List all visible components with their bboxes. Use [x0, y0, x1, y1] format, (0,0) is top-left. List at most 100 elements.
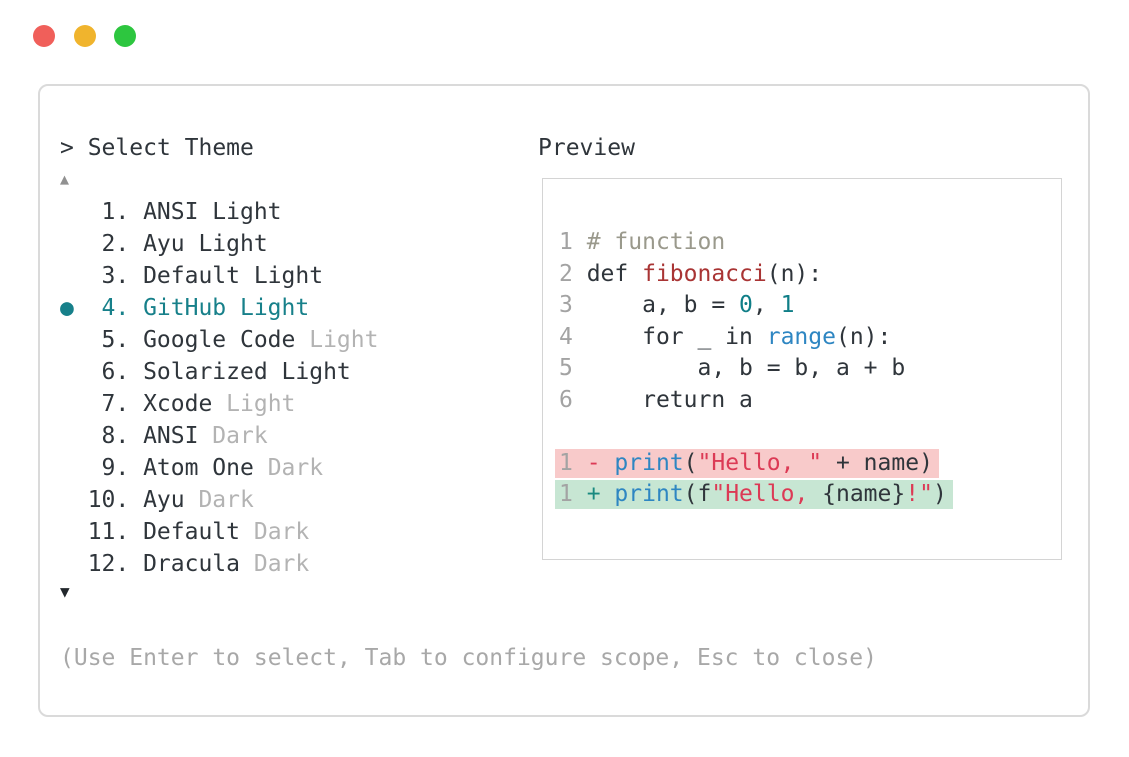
code-token: fibonacci: [642, 260, 767, 287]
code-line: 5 a, b = b, a + b: [559, 353, 953, 385]
item-name: Xcode: [143, 391, 213, 417]
picker-title: Select Theme: [87, 135, 254, 161]
item-number: 1.: [101, 199, 130, 225]
item-variant: Dark: [253, 455, 324, 481]
theme-list-item[interactable]: 5. Google Code Light: [60, 324, 379, 356]
code-token: def: [586, 260, 643, 287]
line-number: 4: [559, 323, 587, 350]
theme-list-item[interactable]: 6. Solarized Light: [60, 356, 378, 388]
item-name: ANSI Light: [143, 199, 282, 225]
code-token: {name}: [822, 481, 906, 507]
line-number: 5: [559, 355, 587, 381]
diff-line-removed: 1 - print("Hello, " + name): [555, 448, 953, 480]
code-line: 3 a, b = 0, 1: [559, 290, 953, 322]
code-token: !": [905, 481, 933, 507]
theme-list-item[interactable]: 9. Atom One Dark: [60, 452, 378, 484]
code-token: +: [586, 481, 615, 507]
item-name: Ayu: [143, 487, 185, 513]
code-token: (: [683, 449, 698, 476]
item-name: Dracula: [143, 551, 240, 577]
item-number: 3.: [101, 263, 130, 289]
code-token: "Hello,: [711, 481, 823, 507]
item-variant: Light: [212, 391, 296, 417]
code-token: ,: [752, 292, 781, 318]
item-name: GitHub Light: [143, 295, 310, 321]
prompt-caret: >: [60, 135, 74, 161]
code-line: 1 # function: [559, 227, 953, 259]
item-name: ANSI: [143, 423, 199, 449]
minimize-button[interactable]: [74, 25, 96, 47]
theme-list-item[interactable]: 2. Ayu Light: [60, 228, 378, 260]
scroll-up-icon[interactable]: ▲: [60, 170, 70, 188]
theme-list-item[interactable]: 11. Default Dark: [60, 516, 378, 548]
item-variant: Dark: [240, 519, 310, 545]
item-number: 8.: [101, 423, 130, 449]
theme-picker-window: > Select Theme Preview ▲ 1. ANSI Light 2. Ay…: [38, 84, 1090, 717]
code-token: # function: [586, 229, 726, 255]
preview-title: Preview: [538, 135, 635, 161]
item-number: 4.: [101, 295, 130, 321]
code-token: 1: [780, 292, 795, 318]
code-token: 0: [739, 292, 753, 318]
item-variant: Dark: [198, 423, 268, 449]
item-number: 12.: [87, 551, 130, 577]
diff-highlight-removed: 1 - print("Hello, " + name): [555, 448, 939, 478]
code-token: ): [932, 481, 947, 507]
item-name: Default: [143, 519, 240, 545]
code-token: print: [614, 449, 684, 476]
theme-list-item[interactable]: 3. Default Light: [60, 260, 378, 292]
item-number: 5.: [101, 327, 130, 353]
item-number: 6.: [101, 359, 130, 385]
code-token: (n):: [766, 260, 823, 287]
item-name: Solarized Light: [143, 359, 351, 385]
item-number: 10.: [87, 487, 130, 513]
code-line: 2 def fibonacci(n):: [559, 259, 953, 291]
line-number: 1: [559, 449, 587, 476]
selected-item-bullet-icon: ●: [60, 295, 74, 321]
item-name: Default Light: [143, 263, 324, 289]
item-number: 11.: [87, 519, 130, 545]
line-number: 3: [559, 292, 587, 318]
item-number: 2.: [101, 231, 130, 257]
theme-list-item[interactable]: 10. Ayu Dark: [60, 484, 378, 516]
code-line: [559, 416, 953, 448]
item-number: 7.: [101, 391, 130, 417]
code-line: 4 for _ in range(n):: [559, 322, 953, 354]
code-token: "Hello, ": [697, 449, 823, 476]
item-variant: Dark: [240, 551, 310, 577]
theme-list-item[interactable]: 12. Dracula Dark: [60, 548, 378, 580]
theme-list: 1. ANSI Light 2. Ayu Light 3. Default Light ● 4…: [60, 196, 378, 580]
code-token: a, b = b, a + b: [586, 355, 906, 381]
code-token: print: [614, 481, 684, 507]
item-name: Google Code: [143, 327, 296, 353]
code-token: (f: [683, 481, 712, 507]
code-token: for _ in: [586, 323, 767, 350]
theme-list-item[interactable]: 1. ANSI Light: [60, 196, 378, 228]
theme-list-item[interactable]: ● 4. GitHub Light: [60, 292, 378, 324]
picker-header: > Select Theme: [60, 132, 254, 164]
theme-list-item[interactable]: 7. Xcode Light: [60, 388, 378, 420]
line-number: 1: [559, 481, 587, 507]
close-button[interactable]: [33, 25, 55, 47]
item-number: 9.: [101, 455, 130, 481]
theme-list-item[interactable]: 8. ANSI Dark: [60, 420, 378, 452]
item-name: Ayu Light: [143, 231, 268, 257]
keyboard-hint: (Use Enter to select, Tab to configure s…: [60, 645, 877, 671]
code-line: 6 return a: [559, 385, 953, 417]
scroll-down-icon[interactable]: ▼: [60, 582, 70, 601]
item-variant: Dark: [184, 487, 254, 513]
item-name: Atom One: [143, 455, 254, 481]
maximize-button[interactable]: [114, 25, 136, 47]
code-token: -: [586, 449, 615, 476]
item-variant: Light: [295, 327, 379, 353]
code-token: a, b =: [586, 292, 740, 318]
line-number: 6: [559, 386, 587, 413]
code-token: return a: [586, 386, 753, 413]
line-number: 1: [559, 229, 587, 255]
diff-line-added: 1 + print(f"Hello, {name}!"): [555, 479, 953, 511]
diff-highlight-added: 1 + print(f"Hello, {name}!"): [555, 480, 953, 509]
code-token: range: [766, 323, 836, 350]
